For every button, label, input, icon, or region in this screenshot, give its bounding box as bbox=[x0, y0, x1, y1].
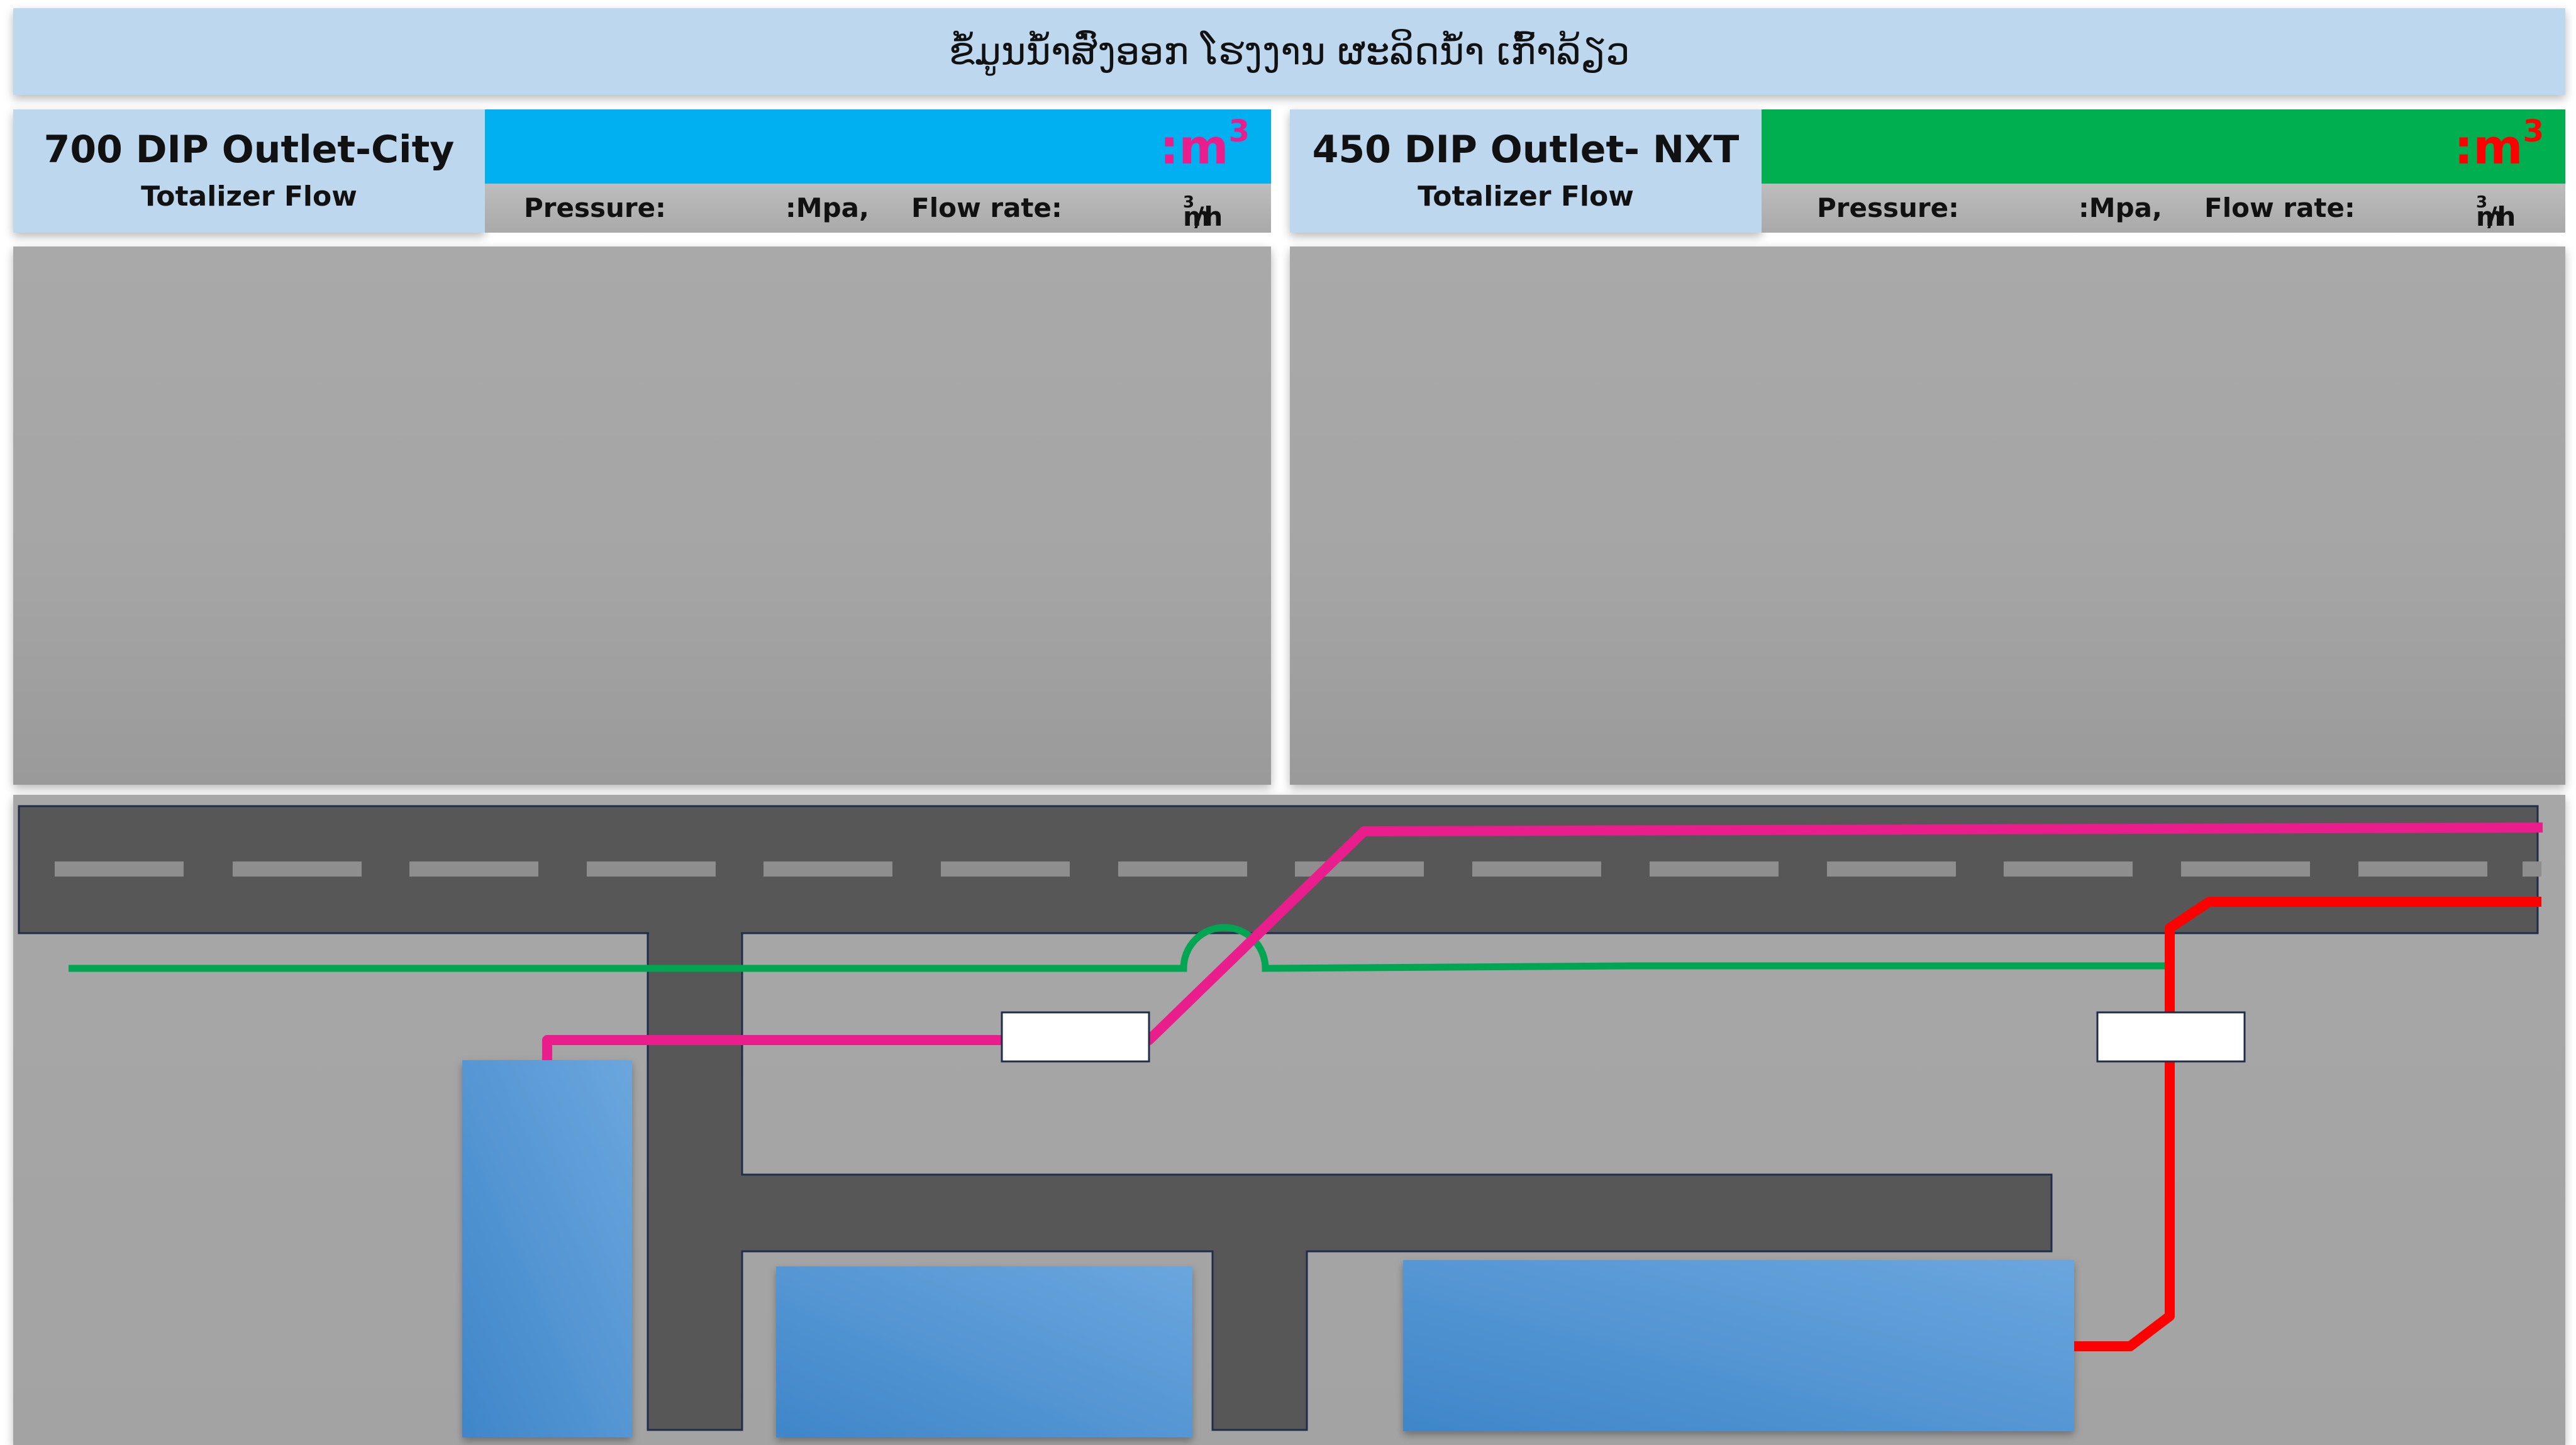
outlet-city-name: 700 DIP Outlet-City bbox=[43, 128, 455, 172]
outlet-city-total-bar: :m3 bbox=[485, 109, 1271, 184]
outlet-nxt-label: 450 DIP Outlet- NXT Totalizer Flow bbox=[1290, 109, 1762, 233]
flow-unit-text: m bbox=[1183, 201, 1211, 232]
junction-cover bbox=[649, 929, 741, 936]
pressure-label: Pressure: bbox=[524, 192, 666, 223]
building-right bbox=[1403, 1260, 2074, 1431]
page-title: ຂໍ້ມູນນໍ້າສົ່ງອອກ ໂຮງງານ ຜະລິດນໍ້າ ເກົ້າ… bbox=[13, 8, 2565, 95]
outlet-nxt-subtitle: Totalizer Flow bbox=[1418, 180, 1634, 213]
flow-unit-tail: /h bbox=[1194, 201, 1223, 232]
building-center bbox=[776, 1266, 1192, 1437]
nxt-flow-meter bbox=[2096, 1011, 2246, 1063]
unit-text: :m bbox=[1160, 118, 1229, 175]
green-pipe bbox=[69, 924, 2167, 972]
nxt-outlet-pipe bbox=[2074, 897, 2541, 1351]
outlet-nxt-name: 450 DIP Outlet- NXT bbox=[1312, 128, 1740, 172]
flow-rate-label: Flow rate: bbox=[911, 192, 1062, 223]
outlet-nxt-total-bar: :m3 bbox=[1762, 109, 2565, 184]
flow-unit-text: m bbox=[2476, 201, 2504, 232]
city-flow-meter bbox=[1001, 1011, 1150, 1063]
unit-sup: 3 bbox=[1228, 114, 1250, 150]
outlet-city-subtitle: Totalizer Flow bbox=[141, 180, 357, 213]
branch-road bbox=[647, 932, 2053, 1431]
unit-text: :m bbox=[2454, 118, 2523, 175]
plant-map-diagram bbox=[18, 805, 2543, 1437]
outlet-city-chart-panel bbox=[13, 246, 1271, 785]
unit-sup: 3 bbox=[2523, 114, 2544, 150]
road-lane-dashes bbox=[55, 861, 2541, 877]
outlet-nxt-chart-panel bbox=[1290, 246, 2565, 785]
flow-unit-sup: 3 bbox=[2476, 193, 2488, 212]
pressure-unit: :Mpa, bbox=[786, 192, 869, 223]
flow-rate-label: Flow rate: bbox=[2204, 192, 2355, 223]
flow-unit-sup: 3 bbox=[1183, 193, 1195, 212]
pressure-unit: :Mpa, bbox=[2079, 192, 2162, 223]
pressure-label: Pressure: bbox=[1817, 192, 1959, 223]
outlet-city-total-unit: :m3 bbox=[1160, 114, 1250, 175]
outlet-city-label: 700 DIP Outlet-City Totalizer Flow bbox=[13, 109, 485, 233]
plant-map bbox=[13, 795, 2565, 1445]
outlet-nxt-total-unit: :m3 bbox=[2454, 114, 2544, 175]
flow-unit-tail: /h bbox=[2487, 201, 2516, 232]
building-tank bbox=[462, 1060, 632, 1437]
